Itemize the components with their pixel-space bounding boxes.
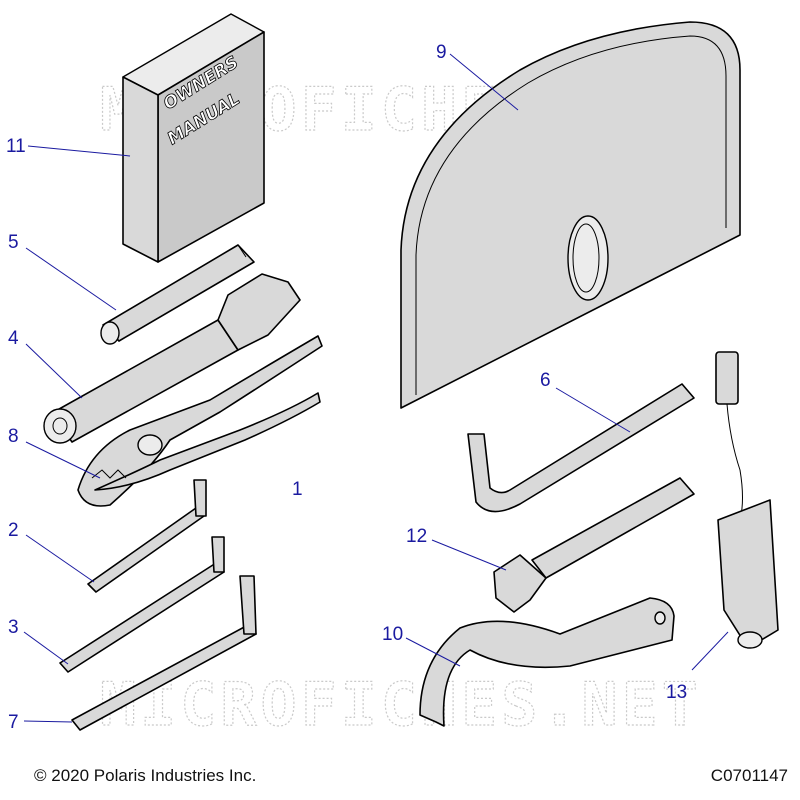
hex-wrench	[467, 383, 695, 513]
leader-10	[405, 637, 461, 667]
leader-5	[25, 247, 117, 311]
bag-handle	[567, 215, 609, 301]
watermark-bottom: MICROFICHES.NET	[100, 670, 702, 740]
pressure-gauge	[493, 477, 695, 613]
extension	[100, 244, 255, 345]
leader-3	[23, 631, 69, 665]
callout-10: 10	[382, 624, 403, 645]
spanner-wrench	[419, 597, 675, 727]
leader-4	[25, 343, 83, 399]
leader-2	[25, 534, 95, 583]
pliers	[77, 335, 323, 507]
callout-1: 1	[292, 479, 303, 500]
leader-11	[27, 145, 131, 157]
spark-plug-socket	[43, 273, 301, 444]
callout-11: 11	[6, 136, 26, 157]
callout-6: 6	[540, 370, 551, 391]
callout-2: 2	[8, 520, 19, 541]
hex-key-3	[59, 536, 225, 673]
leader-9	[449, 53, 519, 111]
callout-7: 7	[8, 712, 19, 733]
callout-4: 4	[8, 328, 19, 349]
power-adapter	[715, 351, 779, 649]
callout-5: 5	[8, 232, 19, 253]
callout-9: 9	[436, 42, 447, 63]
hex-key-7	[71, 575, 257, 731]
leader-12	[431, 539, 507, 571]
callout-8: 8	[8, 426, 19, 447]
copyright-text: © 2020 Polaris Industries Inc.	[34, 766, 257, 785]
diagram-code: C0701147	[710, 766, 788, 785]
callout-12: 12	[406, 526, 427, 547]
leader-13	[691, 631, 729, 671]
leader-6	[555, 387, 631, 433]
callout-13: 13	[666, 682, 687, 703]
leader-8	[25, 441, 101, 479]
tool-bag	[400, 21, 741, 409]
hex-key-2	[87, 479, 207, 593]
callout-3: 3	[8, 617, 19, 638]
owners-manual: OWNERS MANUAL	[122, 13, 265, 263]
leader-7	[23, 720, 73, 723]
